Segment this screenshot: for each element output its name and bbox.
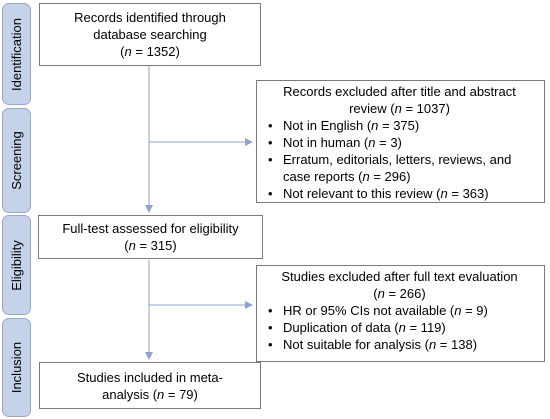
included-line1: Studies included in meta-: [77, 369, 223, 385]
identified-line1: Records identified through: [74, 10, 226, 25]
excluded-title-reasons: Not in English (n = 375) Not in human (n…: [261, 117, 538, 202]
fulltext-line1: Full-test assessed for eligibility: [62, 221, 239, 236]
list-item: Not in English (n = 375): [261, 117, 538, 134]
box-records-excluded-title-abstract: Records excluded after title and abstrac…: [256, 80, 545, 203]
list-item: Duplication of data (n = 119): [261, 319, 538, 336]
identified-line2: database searching: [93, 27, 207, 42]
stage-inclusion: Inclusion: [2, 318, 31, 417]
list-item: HR or 95% CIs not available (n = 9): [261, 302, 538, 319]
stage-identification: Identification: [2, 3, 31, 105]
included-line2: analysis (n = 79): [102, 386, 198, 402]
box-records-identified: Records identified through database sear…: [39, 3, 261, 66]
list-item: Not relevant to this review (n = 363): [261, 185, 538, 202]
list-item: Not in human (n = 3): [261, 134, 538, 151]
list-item: Not suitable for analysis (n = 138): [261, 336, 538, 353]
box-studies-excluded-fulltext: Studies excluded after full text evaluat…: [256, 265, 545, 362]
fulltext-count: (n = 315): [124, 238, 177, 253]
excluded-fulltext-reasons: HR or 95% CIs not available (n = 9) Dupl…: [261, 302, 538, 353]
list-item: Erratum, editorials, letters, reviews, a…: [261, 151, 538, 185]
box-studies-included: Studies included in meta- analysis (n = …: [39, 362, 261, 409]
stage-eligibility: Eligibility: [2, 215, 31, 315]
stage-screening: Screening: [2, 108, 31, 213]
identified-count: (n = 1352): [120, 44, 180, 59]
box-fulltext-assessed: Full-test assessed for eligibility (n = …: [38, 215, 263, 259]
excluded-fulltext-heading: Studies excluded after full text evaluat…: [281, 269, 518, 301]
excluded-title-heading: Records excluded after title and abstrac…: [283, 84, 516, 116]
